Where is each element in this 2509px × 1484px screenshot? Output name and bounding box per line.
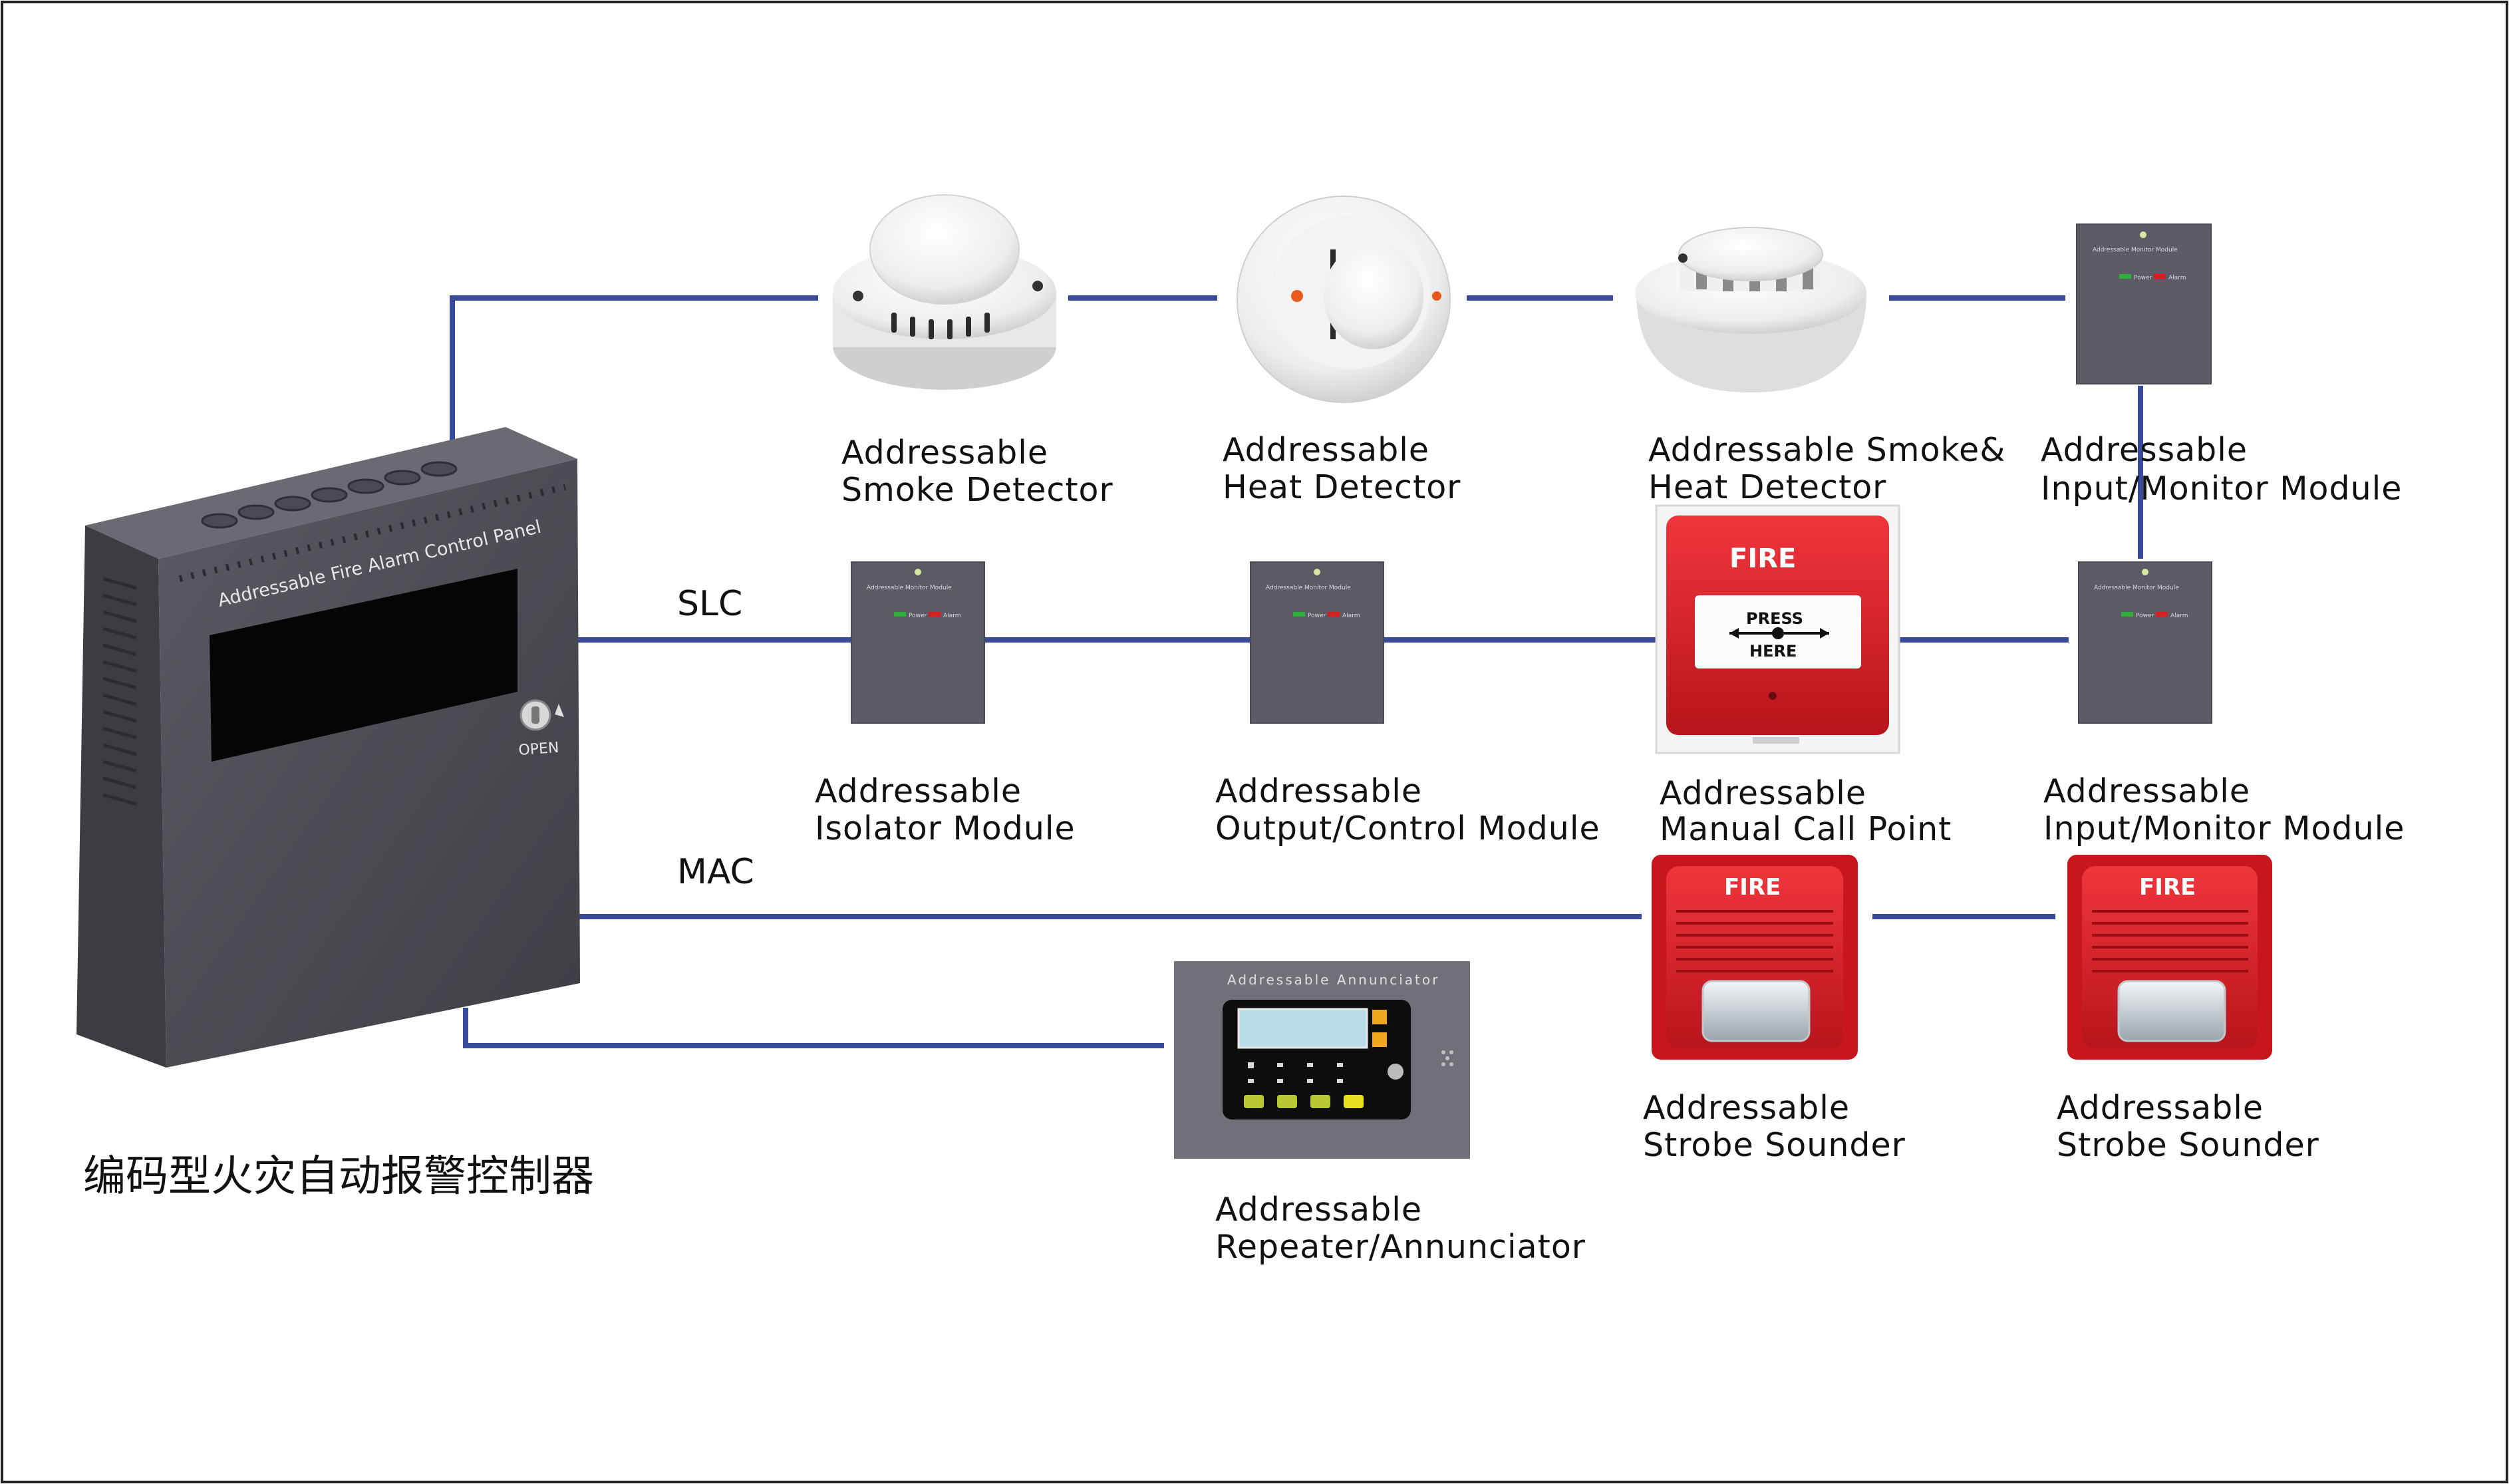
output-module-power-label: Power: [1308, 613, 1326, 619]
call-point-here-text: HERE: [1749, 642, 1797, 661]
input-module-top-label-1: Addressable: [2041, 431, 2248, 469]
strobe-2-label-1: Addressable: [2057, 1089, 2264, 1127]
panel-lock[interactable]: OPEN: [518, 699, 564, 759]
isolator-module-label-1: Addressable: [815, 772, 1022, 810]
call-point-press-text: PRESS: [1746, 609, 1803, 628]
output-module: Addressable Monitor Module Power Alarm: [1250, 561, 1384, 724]
smoke-detector-label-1: Addressable: [841, 434, 1048, 472]
isolator-module: Addressable Monitor Module Power Alarm: [851, 561, 985, 724]
annunciator-face-title: Addressable Annunciator: [1227, 972, 1439, 988]
panel-front: [158, 459, 580, 1068]
panel-vents: [102, 577, 137, 806]
strobe-sounder-2: FIRE: [2067, 855, 2272, 1060]
strobe-1-label-1: Addressable: [1643, 1089, 1850, 1127]
isolator-module-alarm-label: Alarm: [943, 613, 960, 619]
input-module-top-label-2: Input/Monitor Module: [2041, 470, 2402, 508]
strobe-1-label-2: Strobe Sounder: [1643, 1126, 1906, 1164]
panel-top-knockouts: [201, 461, 458, 529]
annunciator: Addressable Annunciator: [1174, 961, 1470, 1159]
annunciator-label-1: Addressable: [1215, 1191, 1422, 1229]
input-module-top-face-title: Addressable Monitor Module: [2093, 247, 2178, 253]
annunciator-label-2: Repeater/Annunciator: [1215, 1228, 1586, 1266]
smoke-heat-detector: [1635, 227, 1866, 392]
manual-call-point: FIRE PRESS HERE: [1655, 504, 1900, 754]
strobe-1-fire-text: FIRE: [1724, 874, 1781, 901]
smoke-heat-detector-label-1: Addressable Smoke&: [1648, 431, 2005, 469]
input-module-mid-power-label: Power: [2136, 613, 2154, 619]
smoke-detector-label-2: Smoke Detector: [841, 471, 1113, 509]
input-module-mid-alarm-label: Alarm: [2170, 613, 2188, 619]
strobe-sounder-1: FIRE: [1652, 855, 1858, 1060]
heat-detector-label-2: Heat Detector: [1223, 468, 1461, 506]
lock-arrow-icon: [555, 704, 564, 717]
heat-detector-label-1: Addressable: [1223, 431, 1429, 469]
input-module-mid: Addressable Monitor Module Power Alarm: [2078, 561, 2212, 724]
isolator-module-label-2: Isolator Module: [815, 810, 1076, 847]
output-module-label-2: Output/Control Module: [1215, 810, 1600, 847]
panel-caption-cn: 编码型火灾自动报警控制器: [83, 1152, 594, 1201]
wire-annunciator: [463, 1008, 1164, 1048]
input-module-mid-face-title: Addressable Monitor Module: [2094, 585, 2179, 591]
isolator-module-face-title: Addressable Monitor Module: [867, 585, 952, 591]
lock-label: OPEN: [518, 740, 560, 759]
input-module-top-power-label: Power: [2134, 275, 2152, 281]
strobe-2-fire-text: FIRE: [2139, 874, 2196, 901]
output-module-alarm-label: Alarm: [1342, 613, 1360, 619]
input-module-mid-label-2: Input/Monitor Module: [2043, 810, 2405, 847]
input-module-top: Addressable Monitor Module Power Alarm: [2076, 223, 2212, 384]
control-panel: Addressable Fire Alarm Control Panel OPE…: [76, 427, 580, 1068]
heat-detector: [1237, 196, 1451, 403]
mac-label: MAC: [677, 852, 754, 892]
call-point-label-1: Addressable: [1660, 774, 1866, 812]
output-module-label-1: Addressable: [1215, 772, 1422, 810]
wires: [450, 295, 2143, 1048]
smoke-detector: [833, 194, 1056, 390]
input-module-top-alarm-label: Alarm: [2168, 275, 2186, 281]
call-point-label-2: Manual Call Point: [1660, 810, 1952, 848]
smoke-heat-detector-label-2: Heat Detector: [1648, 468, 1886, 506]
input-module-mid-label-1: Addressable: [2043, 772, 2250, 810]
slc-label: SLC: [677, 584, 742, 624]
panel-display: [210, 569, 517, 762]
output-module-face-title: Addressable Monitor Module: [1266, 585, 1351, 591]
panel-left-side: [76, 525, 166, 1068]
wire-top-feed: [450, 295, 818, 458]
strobe-2-label-2: Strobe Sounder: [2057, 1126, 2319, 1164]
isolator-module-power-label: Power: [909, 613, 927, 619]
call-point-fire-text: FIRE: [1729, 543, 1796, 574]
